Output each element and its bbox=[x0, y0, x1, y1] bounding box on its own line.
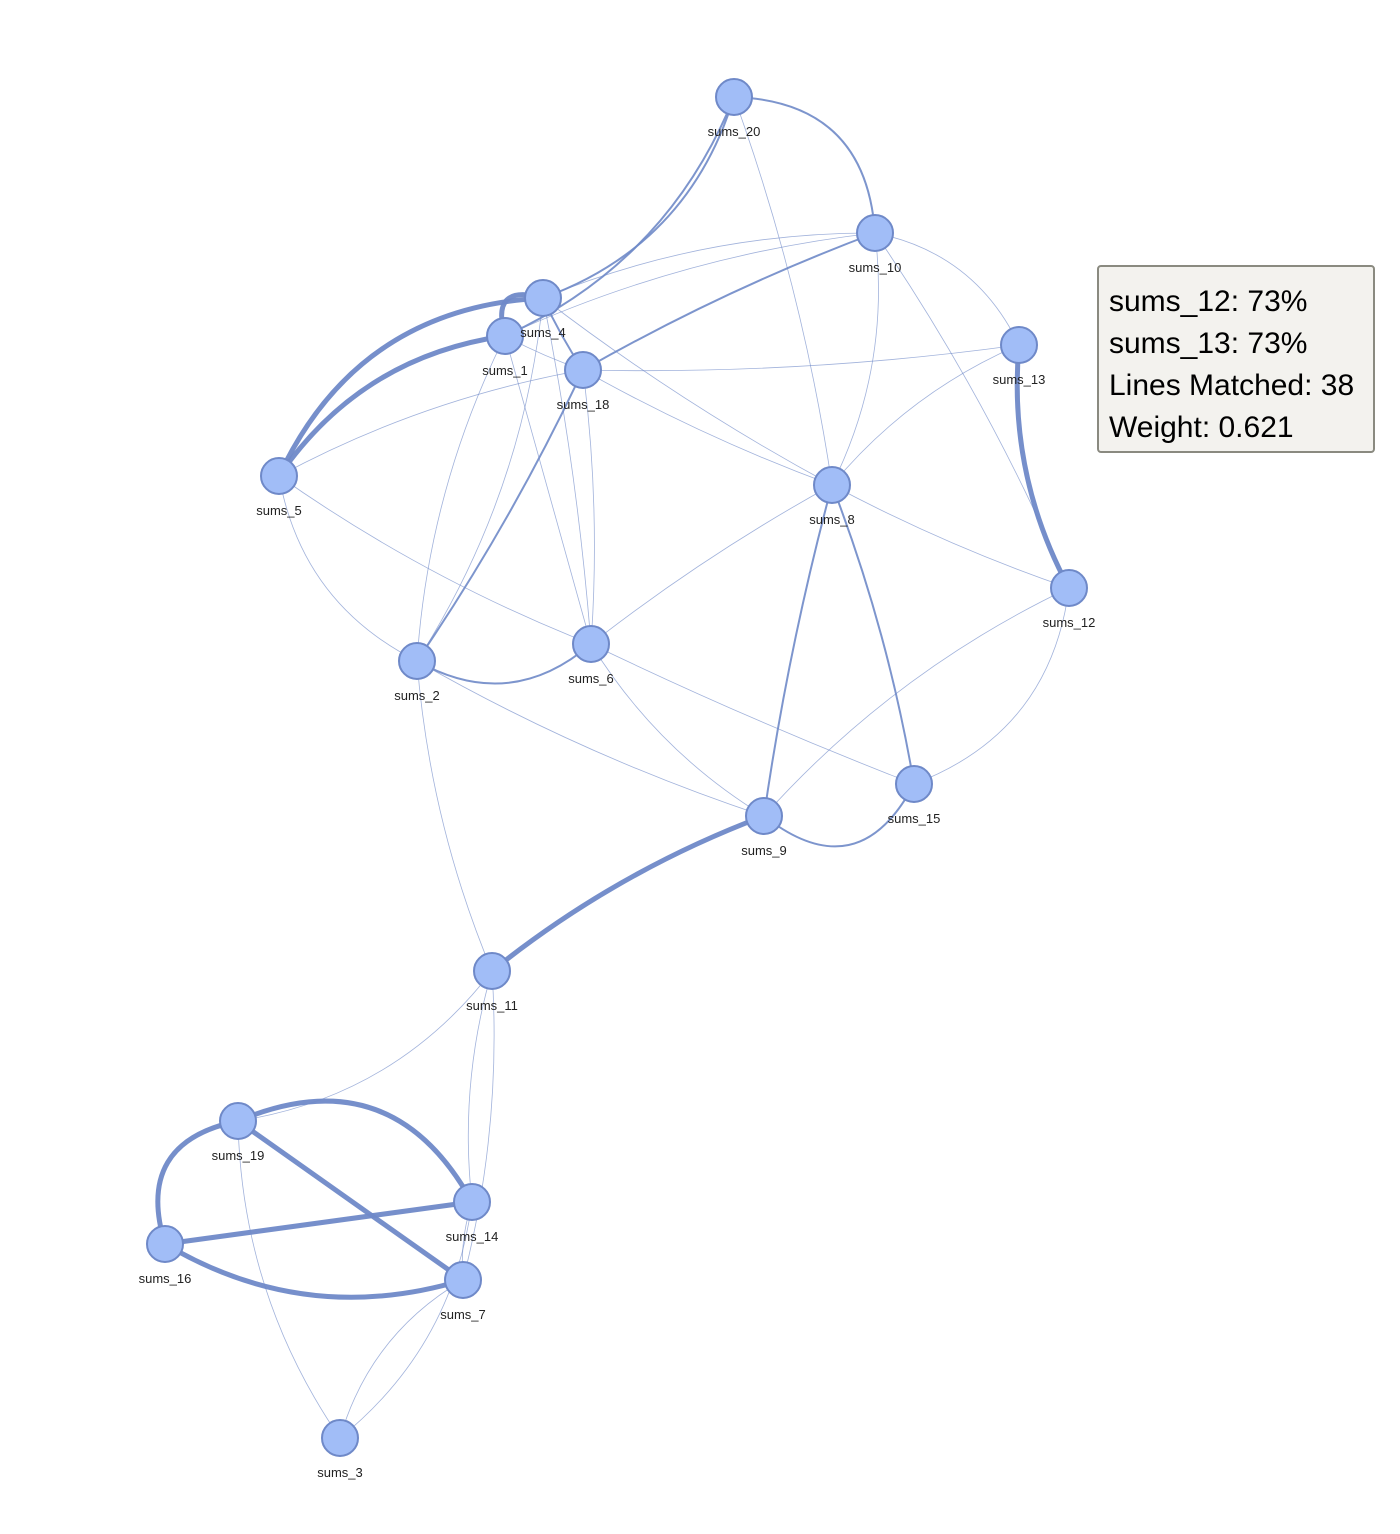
node-label-sums_9: sums_9 bbox=[741, 843, 787, 858]
edge-sums_4-sums_2[interactable] bbox=[416, 297, 544, 662]
edge-sums_4-sums_6[interactable] bbox=[542, 297, 592, 645]
edge-sums_16-sums_19[interactable] bbox=[155, 1118, 239, 1245]
edge-sums_12-sums_13[interactable] bbox=[1014, 344, 1072, 590]
node-label-sums_14: sums_14 bbox=[446, 1229, 499, 1244]
edge-sums_18-sums_6[interactable] bbox=[582, 369, 595, 645]
edge-sums_3-sums_14[interactable] bbox=[339, 1201, 473, 1439]
edge-sums_20-sums_10[interactable] bbox=[733, 96, 876, 234]
edge-sums_13-sums_8[interactable] bbox=[831, 344, 1020, 486]
node-sums_18[interactable] bbox=[564, 351, 602, 389]
node-label-sums_18: sums_18 bbox=[557, 397, 610, 412]
node-sums_16[interactable] bbox=[146, 1225, 184, 1263]
edge-sums_10-sums_8[interactable] bbox=[831, 232, 879, 486]
edge-sums_5-sums_4[interactable] bbox=[276, 295, 544, 478]
edge-sums_11-sums_14[interactable] bbox=[467, 970, 493, 1203]
node-sums_1[interactable] bbox=[486, 317, 524, 355]
node-sums_3[interactable] bbox=[321, 1419, 359, 1457]
node-label-sums_2: sums_2 bbox=[394, 688, 440, 703]
node-layer: sums_1sums_2sums_3sums_4sums_5sums_6sums… bbox=[139, 78, 1096, 1480]
edge-sums_10-sums_12[interactable] bbox=[874, 232, 1070, 589]
node-sums_4[interactable] bbox=[524, 279, 562, 317]
edge-sums_3-sums_7[interactable] bbox=[339, 1279, 464, 1439]
node-label-sums_3: sums_3 bbox=[317, 1465, 363, 1480]
node-label-sums_19: sums_19 bbox=[212, 1148, 265, 1163]
edge-sums_19-sums_7[interactable] bbox=[236, 1118, 465, 1283]
edge-sums_4-sums_8[interactable] bbox=[542, 297, 833, 486]
edge-tooltip: sums_12: 73% sums_13: 73% Lines Matched:… bbox=[1097, 265, 1375, 453]
edge-sums_12-sums_15[interactable] bbox=[913, 587, 1070, 785]
tooltip-line-pct-b: sums_13: 73% bbox=[1109, 327, 1308, 360]
edge-sums_11-sums_7[interactable] bbox=[462, 970, 495, 1281]
edge-sums_18-sums_13[interactable] bbox=[582, 344, 1020, 372]
tooltip-weight: Weight: 0.621 bbox=[1109, 411, 1294, 444]
edge-sums_10-sums_4[interactable] bbox=[542, 232, 876, 299]
tooltip-line-pct-a: sums_12: 73% bbox=[1109, 285, 1308, 318]
node-label-sums_16: sums_16 bbox=[139, 1271, 192, 1286]
node-sums_9[interactable] bbox=[745, 797, 783, 835]
edge-sums_16-sums_7[interactable] bbox=[163, 1241, 464, 1300]
edge-sums_6-sums_9[interactable] bbox=[590, 643, 765, 817]
edge-sums_10-sums_18[interactable] bbox=[582, 232, 876, 371]
node-sums_8[interactable] bbox=[813, 466, 851, 504]
edge-sums_9-sums_15[interactable] bbox=[763, 783, 915, 848]
node-label-sums_12: sums_12 bbox=[1043, 615, 1096, 630]
edge-sums_8-sums_9[interactable] bbox=[763, 484, 833, 817]
node-sums_20[interactable] bbox=[715, 78, 753, 116]
edge-sums_8-sums_12[interactable] bbox=[831, 484, 1070, 589]
node-sums_12[interactable] bbox=[1050, 569, 1088, 607]
node-sums_10[interactable] bbox=[856, 214, 894, 252]
edge-sums_19-sums_14[interactable] bbox=[237, 1098, 475, 1204]
node-label-sums_5: sums_5 bbox=[256, 503, 302, 518]
node-label-sums_6: sums_6 bbox=[568, 671, 614, 686]
node-label-sums_20: sums_20 bbox=[708, 124, 761, 139]
edge-sums_2-sums_11[interactable] bbox=[416, 660, 493, 972]
node-sums_19[interactable] bbox=[219, 1102, 257, 1140]
node-label-sums_8: sums_8 bbox=[809, 512, 855, 527]
edge-sums_5-sums_6[interactable] bbox=[278, 475, 592, 645]
node-sums_5[interactable] bbox=[260, 457, 298, 495]
edge-sums_18-sums_8[interactable] bbox=[582, 369, 833, 486]
edge-sums_2-sums_18[interactable] bbox=[416, 369, 584, 662]
edge-sums_12-sums_9[interactable] bbox=[763, 587, 1070, 817]
edge-sums_1-sums_6[interactable] bbox=[504, 335, 592, 645]
node-sums_2[interactable] bbox=[398, 642, 436, 680]
edge-sums_2-sums_6[interactable] bbox=[416, 643, 592, 685]
node-label-sums_13: sums_13 bbox=[993, 372, 1046, 387]
edge-sums_16-sums_14[interactable] bbox=[164, 1199, 473, 1247]
edge-sums_5-sums_1[interactable] bbox=[276, 333, 506, 478]
edge-sums_5-sums_18[interactable] bbox=[278, 369, 584, 477]
node-sums_13[interactable] bbox=[1000, 326, 1038, 364]
edge-sums_20-sums_8[interactable] bbox=[733, 96, 833, 486]
edge-sums_8-sums_15[interactable] bbox=[831, 484, 915, 785]
node-sums_6[interactable] bbox=[572, 625, 610, 663]
edge-sums_8-sums_6[interactable] bbox=[590, 484, 833, 645]
edge-sums_10-sums_13[interactable] bbox=[874, 232, 1020, 346]
node-label-sums_10: sums_10 bbox=[849, 260, 902, 275]
edge-layer bbox=[155, 96, 1072, 1439]
node-sums_11[interactable] bbox=[473, 952, 511, 990]
node-sums_15[interactable] bbox=[895, 765, 933, 803]
edge-sums_1-sums_2[interactable] bbox=[416, 335, 506, 662]
node-sums_7[interactable] bbox=[444, 1261, 482, 1299]
node-label-sums_1: sums_1 bbox=[482, 363, 528, 378]
edge-sums_5-sums_2[interactable] bbox=[278, 475, 418, 662]
node-label-sums_11: sums_11 bbox=[466, 998, 518, 1013]
edge-sums_10-sums_1[interactable] bbox=[504, 232, 876, 337]
node-label-sums_4: sums_4 bbox=[520, 325, 566, 340]
node-label-sums_7: sums_7 bbox=[440, 1307, 486, 1322]
edge-sums_6-sums_15[interactable] bbox=[590, 643, 915, 785]
edge-sums_19-sums_3[interactable] bbox=[237, 1120, 341, 1439]
edge-sums_20-sums_4[interactable] bbox=[542, 96, 735, 299]
edge-sums_2-sums_9[interactable] bbox=[416, 660, 765, 817]
node-sums_14[interactable] bbox=[453, 1183, 491, 1221]
edge-sums_9-sums_11[interactable] bbox=[490, 813, 765, 973]
edge-sums_11-sums_19[interactable] bbox=[237, 970, 493, 1122]
node-label-sums_15: sums_15 bbox=[888, 811, 941, 826]
tooltip-lines-matched: Lines Matched: 38 bbox=[1109, 369, 1355, 402]
